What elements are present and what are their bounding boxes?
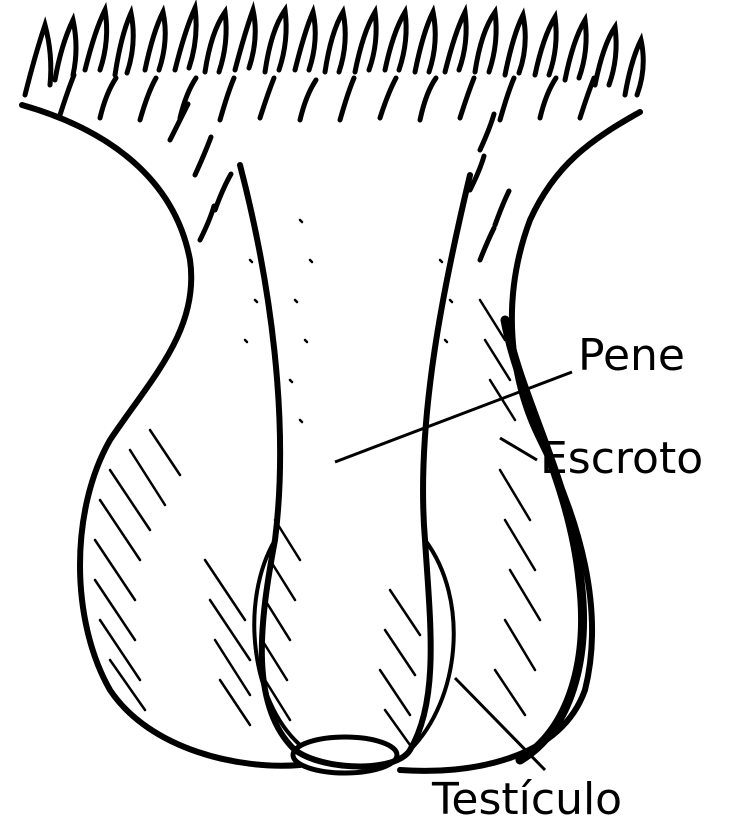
leader-line-testiculo <box>455 678 545 770</box>
shading <box>95 220 540 745</box>
leader-line-escroto <box>500 438 537 460</box>
penis-outline <box>240 165 470 766</box>
label-pene: Pene <box>578 334 685 378</box>
label-escroto: Escroto <box>540 437 703 481</box>
label-testiculo: Testículo <box>432 778 622 822</box>
pubic-hair <box>25 8 643 260</box>
